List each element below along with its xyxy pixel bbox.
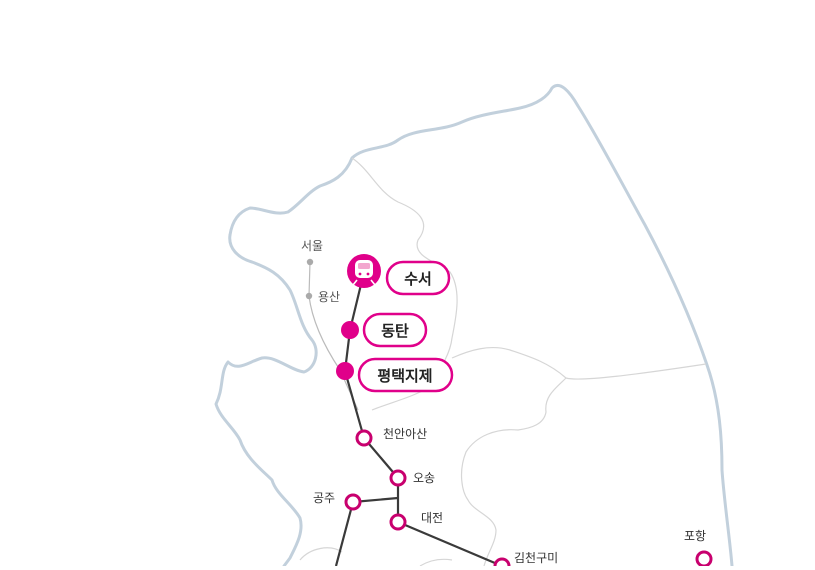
station-pill (362, 312, 428, 348)
station-osong[interactable]: 오송 (389, 469, 435, 487)
minor-station-yongsan[interactable]: 용산 (305, 290, 340, 304)
west-coast (214, 233, 318, 568)
station-pyeongtaek[interactable]: 평택지제 (336, 357, 454, 393)
station-pill (385, 260, 451, 296)
station-label: 천안아산 (383, 426, 427, 441)
station-label: 서울 (301, 239, 323, 253)
station-label: 평택지제 (377, 367, 432, 385)
station-daejeon[interactable]: 대전 (389, 511, 443, 531)
station-label: 대전 (421, 511, 443, 525)
station-label: 수서 (404, 270, 432, 288)
korea-outline (228, 83, 734, 568)
train-icon (352, 260, 376, 286)
station-label: 포항 (684, 529, 706, 543)
station-gongju[interactable]: 공주 (313, 491, 362, 511)
station-label: 오송 (413, 471, 435, 485)
station-label: 동탄 (381, 322, 409, 340)
station-pohang[interactable]: 포항 (684, 529, 713, 568)
station-cheonan[interactable]: 천안아산 (355, 426, 427, 447)
station-pill (357, 357, 454, 393)
station-gimcheon[interactable]: 김천구미 (493, 550, 558, 570)
minor-station-seoul[interactable]: 서울 (301, 239, 323, 266)
station-label: 공주 (313, 491, 335, 505)
station-label: 김천구미 (514, 550, 558, 565)
station-dongtan[interactable]: 동탄 (341, 312, 428, 348)
station-suseo[interactable]: 수서 (347, 254, 451, 296)
station-label: 용산 (318, 290, 340, 304)
